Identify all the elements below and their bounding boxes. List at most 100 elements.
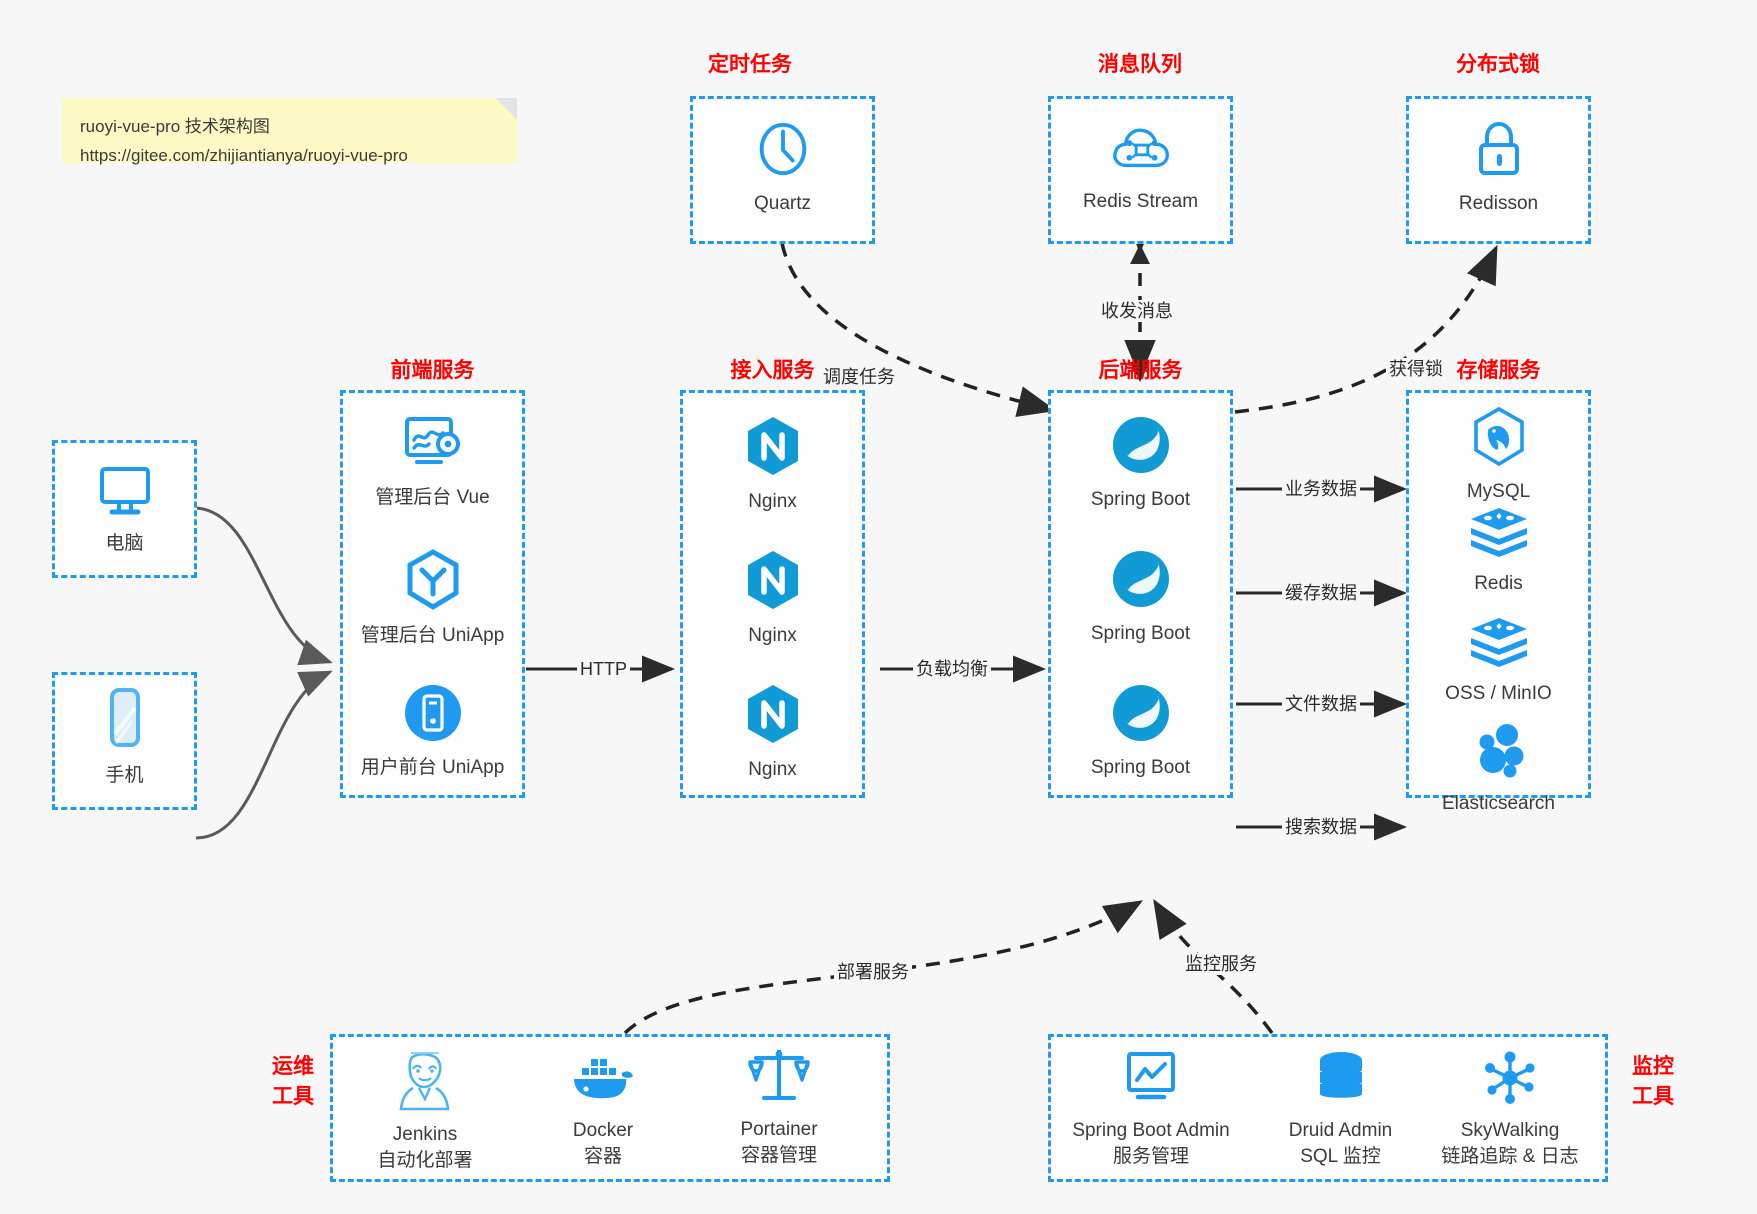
node-spring-boot-1[interactable]: Spring Boot: [1048, 414, 1233, 513]
group-title-frontend: 前端服务: [390, 359, 475, 382]
scales-icon: [694, 1044, 864, 1111]
desktop-icon: [52, 462, 197, 525]
edge-label-search-data: 搜索数据: [1282, 816, 1360, 838]
edge-label-deploy: 部署服务: [834, 961, 912, 983]
node-label: Jenkins: [392, 1124, 458, 1145]
node-mobile[interactable]: 手机: [52, 686, 197, 789]
node-label: Spring Boot: [1090, 623, 1191, 644]
node-label: 用户前台 UniApp: [360, 757, 505, 778]
edge-label-http: HTTP: [577, 658, 630, 680]
phone-circle-icon: [340, 682, 525, 749]
node-label: Redis: [1474, 573, 1523, 594]
edge-label-monitoring: 监控服务: [1182, 953, 1260, 975]
nginx-icon: [680, 414, 865, 483]
node-user-uniapp[interactable]: 用户前台 UniApp: [340, 682, 525, 781]
group-title-scheduler: 定时任务: [708, 53, 792, 76]
node-spring-boot-3[interactable]: Spring Boot: [1048, 682, 1233, 781]
node-label: Portainer: [740, 1119, 818, 1140]
node-nginx-1[interactable]: Nginx: [680, 414, 865, 515]
dashboard-gear-icon: [340, 414, 525, 479]
group-title-ops: 运维 工具: [258, 1052, 328, 1112]
monitor-title-line1: 监控: [1632, 1055, 1674, 1078]
node-label: Nginx: [748, 491, 797, 512]
edge-label-schedule: 调度任务: [820, 366, 898, 388]
node-sublabel: 服务管理: [1112, 1146, 1189, 1167]
spring-leaf-icon: [1048, 682, 1233, 749]
node-oss-minio[interactable]: OSS / MinIO: [1406, 616, 1591, 707]
edge-label-biz-data: 业务数据: [1282, 478, 1360, 500]
node-label: Quartz: [753, 193, 812, 214]
node-spring-boot-2[interactable]: Spring Boot: [1048, 548, 1233, 647]
node-quartz[interactable]: Quartz: [690, 118, 875, 217]
monitor-chart-icon: [1056, 1049, 1246, 1112]
node-spring-boot-admin[interactable]: Spring Boot Admin 服务管理: [1056, 1049, 1246, 1170]
node-sublabel: 容器: [583, 1146, 622, 1167]
panel-mq: [1048, 96, 1233, 244]
node-sublabel: SQL 监控: [1300, 1146, 1381, 1167]
note-title: ruoyi-vue-pro 技术架构图: [80, 117, 270, 136]
node-label: Redisson: [1458, 193, 1539, 214]
note-card: ruoyi-vue-pro 技术架构图 https://gitee.com/zh…: [62, 98, 517, 165]
edge-label-get-lock: 获得锁: [1386, 358, 1446, 380]
note-fold-corner: [495, 98, 517, 120]
node-redisson[interactable]: Redisson: [1406, 118, 1591, 217]
clock-icon: [690, 118, 875, 185]
group-title-backend: 后端服务: [1098, 359, 1183, 382]
panel-client-desktop: [52, 440, 197, 578]
monitor-title-line2: 工具: [1632, 1085, 1674, 1108]
spring-leaf-icon: [1048, 414, 1233, 481]
group-title-mq: 消息队列: [1098, 53, 1182, 76]
node-label: Nginx: [748, 625, 797, 646]
spring-leaf-icon: [1048, 548, 1233, 615]
nginx-icon: [680, 548, 865, 617]
panel-lock: [1406, 96, 1591, 244]
edge-label-cache-data: 缓存数据: [1282, 582, 1360, 604]
mobile-icon: [52, 686, 197, 757]
node-label: Spring Boot: [1090, 489, 1191, 510]
node-elasticsearch[interactable]: Elasticsearch: [1406, 722, 1591, 817]
node-label: 管理后台 UniApp: [360, 625, 505, 646]
node-label: 手机: [105, 765, 144, 786]
note-url: https://gitee.com/zhijiantianya/ruoyi-vu…: [80, 146, 408, 165]
node-skywalking[interactable]: SkyWalking 链路追踪 & 日志: [1420, 1049, 1600, 1170]
group-title-lock: 分布式锁: [1456, 53, 1540, 76]
panel-scheduler: [690, 96, 875, 244]
group-title-monitor: 监控 工具: [1618, 1052, 1688, 1112]
redis-stack-icon: [1406, 506, 1591, 565]
node-nginx-2[interactable]: Nginx: [680, 548, 865, 649]
node-sublabel: 链路追踪 & 日志: [1441, 1146, 1579, 1167]
node-jenkins[interactable]: Jenkins 自动化部署: [340, 1049, 510, 1174]
node-admin-uniapp[interactable]: 管理后台 UniApp: [340, 548, 525, 649]
node-mysql[interactable]: MySQL: [1406, 406, 1591, 505]
node-label: Nginx: [748, 759, 797, 780]
edge-label-file-data: 文件数据: [1282, 693, 1360, 715]
node-label: 管理后台 Vue: [375, 487, 490, 508]
cloud-stream-icon: [1048, 120, 1233, 183]
group-title-gateway: 接入服务: [730, 359, 815, 382]
database-icon: [1253, 1049, 1428, 1112]
node-label: Docker: [572, 1120, 634, 1141]
skywalking-icon: [1420, 1049, 1600, 1112]
edge-label-load-balance: 负载均衡: [913, 658, 991, 680]
ops-title-line1: 运维: [272, 1055, 314, 1078]
node-label: Spring Boot Admin: [1072, 1120, 1230, 1141]
node-portainer[interactable]: Portainer 容器管理: [694, 1044, 864, 1169]
node-label: Spring Boot: [1090, 757, 1191, 778]
elasticsearch-icon: [1406, 722, 1591, 785]
node-admin-vue[interactable]: 管理后台 Vue: [340, 414, 525, 511]
redis-stack-icon: [1406, 616, 1591, 675]
node-redis[interactable]: Redis: [1406, 506, 1591, 597]
node-desktop[interactable]: 电脑: [52, 462, 197, 557]
node-label: SkyWalking: [1460, 1120, 1560, 1141]
node-label: 电脑: [105, 533, 144, 554]
node-label: Elasticsearch: [1442, 793, 1555, 814]
node-druid-admin[interactable]: Druid Admin SQL 监控: [1253, 1049, 1428, 1170]
node-nginx-3[interactable]: Nginx: [680, 682, 865, 783]
node-docker[interactable]: Docker 容器: [518, 1049, 688, 1170]
nginx-icon: [680, 682, 865, 751]
lock-icon: [1406, 118, 1591, 185]
group-title-storage: 存储服务: [1456, 359, 1541, 382]
ops-title-line2: 工具: [272, 1085, 314, 1108]
node-redis-stream[interactable]: Redis Stream: [1048, 120, 1233, 215]
